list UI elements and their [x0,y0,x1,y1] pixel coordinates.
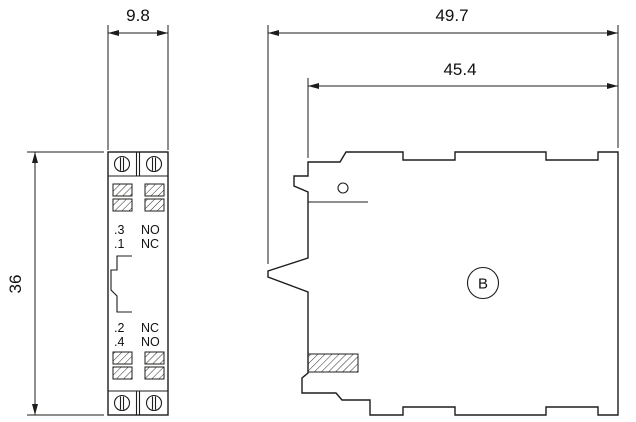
dim-side-overall-value: 49.7 [435,6,468,25]
terminal-clamp-hatch [112,198,133,212]
side-view: B [267,151,619,416]
terminal-screw [145,394,163,412]
dim-side-inner: 45.4 [307,60,618,158]
arrowhead-right [607,83,618,89]
variant-marker: B [466,266,500,300]
terminal-clamp-hatch [112,183,133,197]
dim-front-width: 9.8 [107,6,169,150]
terminal-screw [145,155,163,173]
terminal-contact-label: NO [141,335,160,349]
arrowhead-right [607,30,618,36]
terminal-clamp-hatch [112,366,133,380]
dim-front-width-value: 9.8 [126,6,150,25]
terminal-contact-label: NO [141,223,160,237]
terminal-screw [113,394,131,412]
dim-side-inner-value: 45.4 [443,60,476,79]
arrowhead-top [32,152,38,163]
dim-front-height-value: 36 [6,275,25,294]
front-view: .3 NO .1 NC .2 NC .4 NO [107,151,169,416]
arrowhead-left [268,30,279,36]
terminal-clamp-hatch [144,366,165,380]
terminal-id-label: .3 [114,223,124,237]
dim-side-overall: 49.7 [267,6,619,264]
terminal-clamp-hatch [144,351,165,365]
terminal-id-label: .1 [114,237,124,251]
variant-marker-label: B [478,276,488,293]
terminal-contact-label: NC [141,237,159,251]
arrowhead-right [157,30,168,36]
side-body-outline [267,151,619,416]
terminal-id-label: .2 [114,321,124,335]
actuator-contour [110,255,132,313]
terminal-clamp-hatch [144,198,165,212]
terminal-clamp-hatch [144,183,165,197]
front-body-outline [107,151,169,416]
dim-front-height: 36 [6,151,104,416]
arrowhead-left [308,83,319,89]
terminal-screw [113,155,131,173]
arrowhead-bottom [32,404,38,415]
latch-pivot-hole [337,182,349,194]
terminal-contact-label: NC [141,321,159,335]
arrowhead-left [108,30,119,36]
terminal-clamp-hatch [112,351,133,365]
variant-marker-circle [466,266,500,300]
terminal-id-label: .4 [114,335,124,349]
mounting-clip-hatch [307,353,359,373]
